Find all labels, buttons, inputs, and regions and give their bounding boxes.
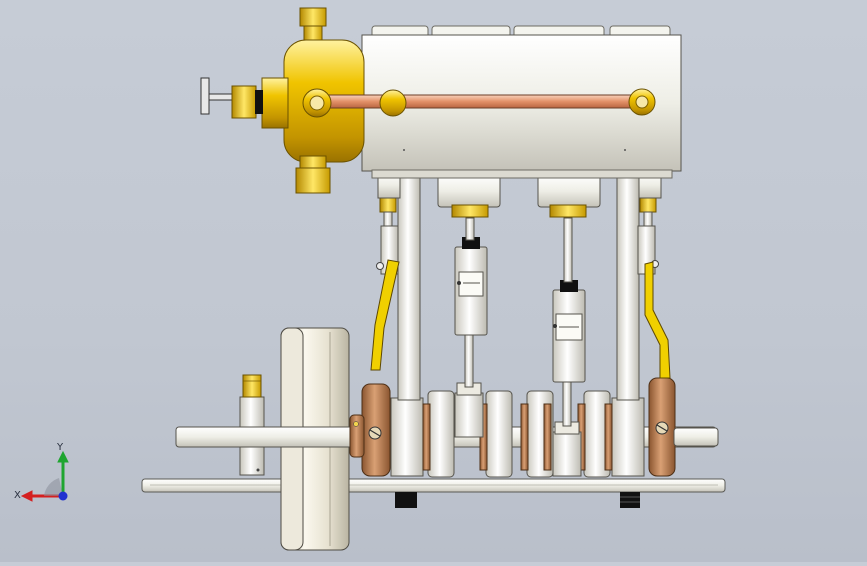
column-left bbox=[397, 169, 421, 401]
piston-rod-right-inner bbox=[563, 217, 573, 283]
cylinder-gland-left bbox=[437, 174, 501, 218]
valve-rod-right bbox=[637, 197, 671, 379]
cylinder-gland-right bbox=[537, 174, 601, 218]
shaft-end-right bbox=[673, 427, 719, 447]
view-orientation-triad: Y X bbox=[12, 438, 82, 510]
connecting-rod-left bbox=[454, 237, 488, 388]
valve-rod-left bbox=[370, 197, 400, 371]
bearing-pedestal bbox=[239, 374, 265, 476]
eccentric-right bbox=[648, 377, 676, 477]
throttle-valve bbox=[200, 77, 263, 119]
triad-x-label: X bbox=[14, 490, 21, 501]
piston-rod-left-inner bbox=[465, 217, 475, 241]
base-plate bbox=[141, 478, 726, 508]
triad-z-axis-icon bbox=[58, 491, 68, 501]
triad-y-axis-icon bbox=[57, 450, 69, 496]
triad-y-label: Y bbox=[56, 442, 64, 453]
connecting-rod-right bbox=[552, 280, 586, 427]
steam-pipe bbox=[302, 88, 656, 118]
big-end-right bbox=[552, 412, 582, 477]
big-end-left bbox=[454, 370, 484, 438]
column-right bbox=[616, 169, 640, 401]
triad-arc bbox=[44, 478, 63, 496]
eccentric-left bbox=[349, 383, 391, 477]
